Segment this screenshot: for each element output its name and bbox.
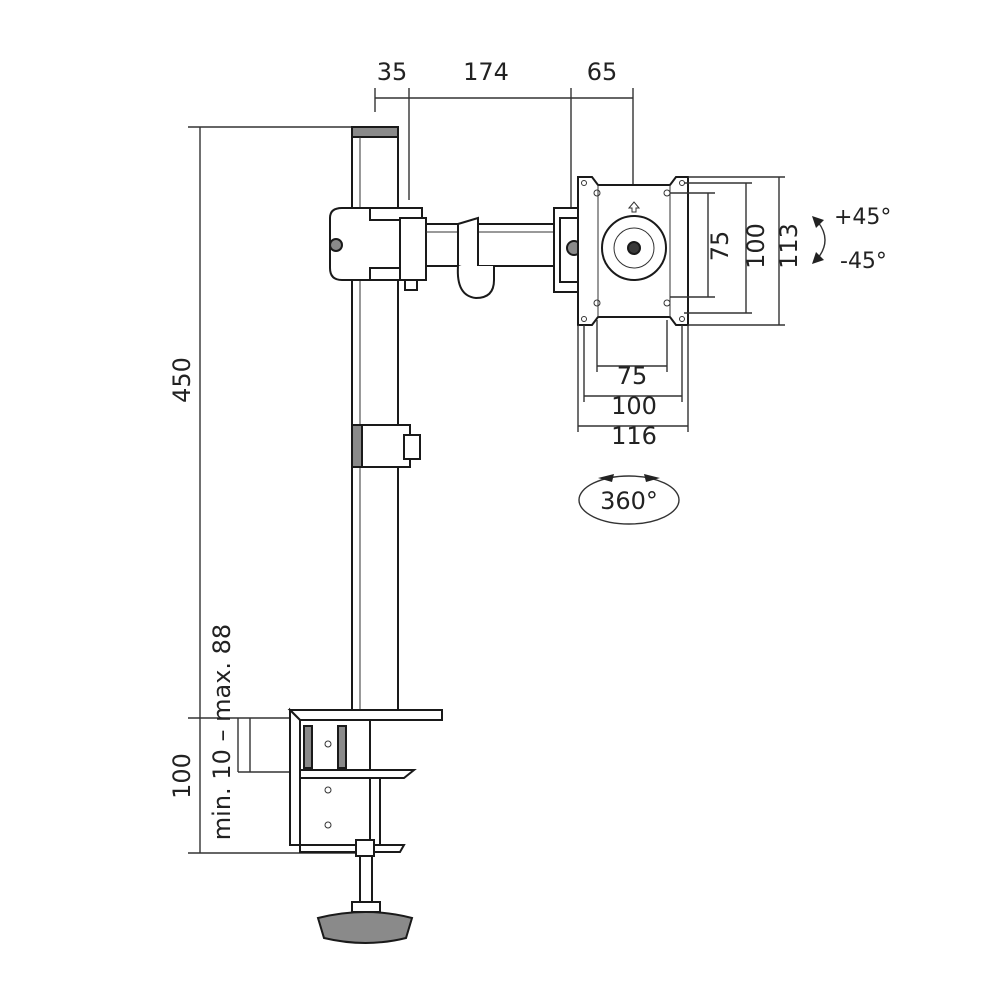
- clamp-range-label: min. 10 – max. 88: [208, 624, 236, 840]
- vesa-large-height-label: 100: [742, 223, 770, 269]
- horizontal-arm: [425, 216, 569, 300]
- vesa-plate: [577, 176, 689, 326]
- tilt-down-label: -45°: [840, 249, 887, 274]
- desk-clamp: [287, 707, 443, 857]
- pole-height-label: 450: [168, 357, 196, 403]
- clamp-dimension: [188, 717, 300, 773]
- plate-height-label: 113: [775, 223, 803, 269]
- clamp-height-label: 100: [168, 753, 196, 799]
- plate-width-label: 116: [611, 422, 657, 450]
- plate-offset-label: 65: [587, 58, 618, 86]
- top-dimension-line: [374, 88, 634, 210]
- tilt-arrow-icon: [812, 216, 826, 264]
- vesa-small-height-label: 75: [706, 231, 734, 262]
- arm-length-label: 174: [463, 58, 509, 86]
- tilt-up-label: +45°: [834, 205, 891, 230]
- pole-arm-joint: [329, 207, 427, 291]
- rotation-label: 360°: [600, 487, 658, 515]
- vesa-width-dimensions: [577, 320, 689, 432]
- top-offset-label: 35: [377, 58, 408, 86]
- vesa-large-width-label: 100: [611, 392, 657, 420]
- vesa-small-width-label: 75: [617, 362, 648, 390]
- rotation-arrow-icon: [578, 474, 680, 525]
- height-collar: [351, 424, 421, 468]
- vesa-height-dimensions: [670, 176, 785, 326]
- clamp-screw-knob: [316, 855, 414, 944]
